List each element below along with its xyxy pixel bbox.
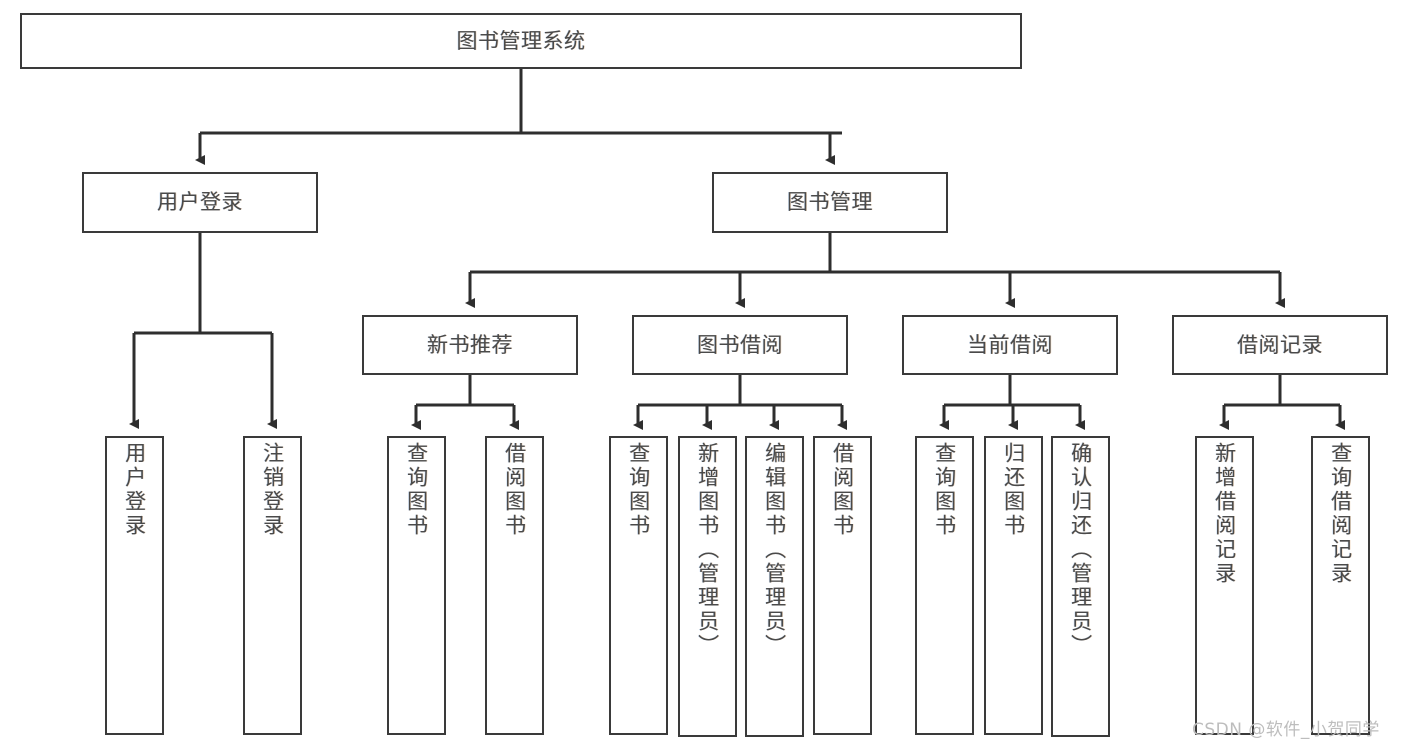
- node-borrow-record-label: 借阅记录: [1237, 332, 1323, 357]
- leaf-cb-query-book-label: 查询图书: [932, 442, 957, 538]
- node-book-manage[interactable]: 图书管理: [712, 172, 948, 233]
- leaf-nb-borrow-book[interactable]: 借阅图书: [485, 436, 544, 735]
- node-user-login-label: 用户登录: [157, 190, 243, 215]
- leaf-logout[interactable]: 注销登录: [243, 436, 302, 735]
- leaf-bb-borrow-book[interactable]: 借阅图书: [813, 436, 872, 735]
- leaf-nb-query-book[interactable]: 查询图书: [387, 436, 446, 735]
- leaf-nb-borrow-book-label: 借阅图书: [502, 442, 527, 538]
- leaf-bb-edit-book-label: 编辑图书（管理员）: [762, 442, 787, 658]
- leaf-br-add-record[interactable]: 新增借阅记录: [1195, 436, 1254, 735]
- leaf-br-query-record[interactable]: 查询借阅记录: [1311, 436, 1370, 735]
- leaf-cb-confirm-return-label: 确认归还（管理员）: [1068, 442, 1093, 658]
- leaf-cb-confirm-return[interactable]: 确认归还（管理员）: [1051, 436, 1110, 737]
- leaf-bb-query-book[interactable]: 查询图书: [609, 436, 668, 735]
- leaf-bb-add-book[interactable]: 新增图书（管理员）: [678, 436, 737, 737]
- leaf-bb-query-book-label: 查询图书: [626, 442, 651, 538]
- leaf-user-login[interactable]: 用户登录: [105, 436, 164, 735]
- leaf-bb-borrow-book-label: 借阅图书: [830, 442, 855, 538]
- node-book-borrow-label: 图书借阅: [697, 332, 783, 357]
- node-book-borrow[interactable]: 图书借阅: [632, 315, 848, 375]
- node-book-manage-label: 图书管理: [787, 190, 873, 215]
- node-root[interactable]: 图书管理系统: [20, 13, 1022, 69]
- leaf-br-query-record-label: 查询借阅记录: [1328, 442, 1353, 586]
- node-current-borrow[interactable]: 当前借阅: [902, 315, 1118, 375]
- leaf-bb-edit-book[interactable]: 编辑图书（管理员）: [745, 436, 804, 737]
- leaf-nb-query-book-label: 查询图书: [404, 442, 429, 538]
- node-current-borrow-label: 当前借阅: [967, 332, 1053, 357]
- leaf-cb-return-book[interactable]: 归还图书: [984, 436, 1043, 735]
- node-root-label: 图书管理系统: [456, 28, 586, 53]
- node-new-book-recommend[interactable]: 新书推荐: [362, 315, 578, 375]
- leaf-user-login-label: 用户登录: [122, 442, 147, 538]
- leaf-bb-add-book-label: 新增图书（管理员）: [695, 442, 720, 658]
- leaf-br-add-record-label: 新增借阅记录: [1212, 442, 1237, 586]
- leaf-cb-return-book-label: 归还图书: [1001, 442, 1026, 538]
- node-borrow-record[interactable]: 借阅记录: [1172, 315, 1388, 375]
- leaf-cb-query-book[interactable]: 查询图书: [915, 436, 974, 735]
- leaf-logout-label: 注销登录: [260, 442, 285, 538]
- node-user-login[interactable]: 用户登录: [82, 172, 318, 233]
- node-new-book-recommend-label: 新书推荐: [427, 332, 513, 357]
